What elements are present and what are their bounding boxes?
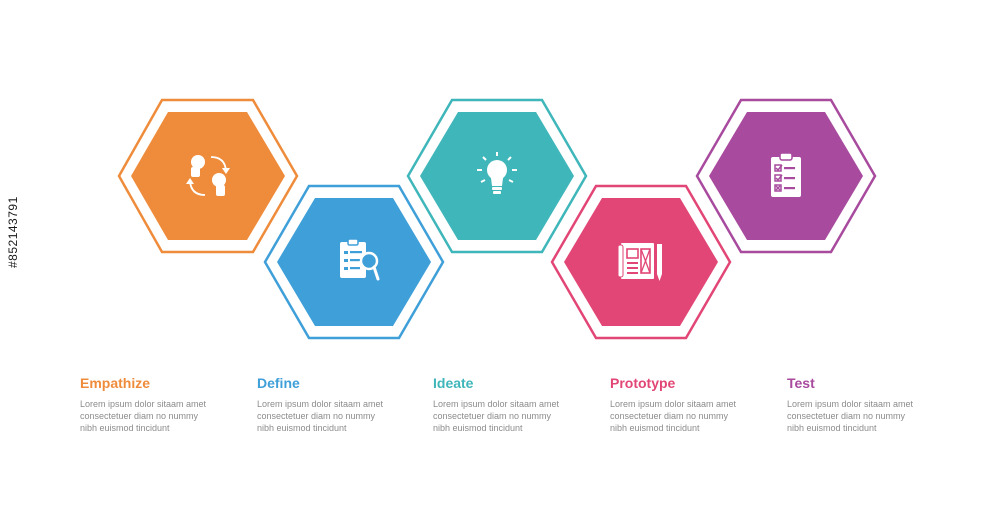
desc-line: Lorem ipsum dolor sitaam amet bbox=[610, 399, 737, 409]
desc-line: nibh euismod tincidunt bbox=[610, 423, 700, 433]
desc-line: Lorem ipsum dolor sitaam amet bbox=[433, 399, 560, 409]
desc-line: nibh euismod tincidunt bbox=[433, 423, 523, 433]
desc-line: nibh euismod tincidunt bbox=[257, 423, 347, 433]
two-heads-exchange-icon bbox=[186, 155, 230, 196]
lightbulb-icon bbox=[477, 152, 517, 194]
step-title: Define bbox=[257, 375, 300, 391]
step-description: Lorem ipsum dolor sitaam amet consectetu… bbox=[80, 398, 250, 434]
hexagon-define bbox=[263, 184, 445, 340]
desc-line: consectetuer diam no nummy bbox=[787, 411, 906, 421]
step-prototype: Prototype Lorem ipsum dolor sitaam amet … bbox=[610, 374, 780, 434]
desc-line: Lorem ipsum dolor sitaam amet bbox=[787, 399, 914, 409]
blueprint-pencil-icon bbox=[617, 243, 662, 281]
desc-line: Lorem ipsum dolor sitaam amet bbox=[80, 399, 207, 409]
desc-line: consectetuer diam no nummy bbox=[610, 411, 729, 421]
desc-line: nibh euismod tincidunt bbox=[787, 423, 877, 433]
clipboard-magnifier-icon bbox=[340, 238, 380, 281]
hexagon-test bbox=[695, 98, 877, 254]
stock-id-watermark: #852143791 bbox=[6, 196, 20, 268]
hexagon-ideate bbox=[406, 98, 588, 254]
step-description: Lorem ipsum dolor sitaam amet consectetu… bbox=[787, 398, 957, 434]
hexagon-empathize bbox=[117, 98, 299, 254]
step-title: Test bbox=[787, 375, 815, 391]
desc-line: consectetuer diam no nummy bbox=[80, 411, 199, 421]
step-test: Test Lorem ipsum dolor sitaam amet conse… bbox=[787, 374, 957, 434]
step-description: Lorem ipsum dolor sitaam amet consectetu… bbox=[610, 398, 780, 434]
step-description: Lorem ipsum dolor sitaam amet consectetu… bbox=[433, 398, 603, 434]
step-title: Empathize bbox=[80, 375, 151, 391]
step-empathize: Empathize Lorem ipsum dolor sitaam amet … bbox=[80, 374, 250, 434]
step-ideate: Ideate Lorem ipsum dolor sitaam amet con… bbox=[433, 374, 603, 434]
step-title: Ideate bbox=[433, 375, 474, 391]
desc-line: nibh euismod tincidunt bbox=[80, 423, 170, 433]
desc-line: consectetuer diam no nummy bbox=[433, 411, 552, 421]
desc-line: Lorem ipsum dolor sitaam amet bbox=[257, 399, 384, 409]
step-define: Define Lorem ipsum dolor sitaam amet con… bbox=[257, 374, 427, 434]
step-description: Lorem ipsum dolor sitaam amet consectetu… bbox=[257, 398, 427, 434]
step-title: Prototype bbox=[610, 375, 676, 391]
hexagon-prototype bbox=[550, 184, 732, 340]
desc-line: consectetuer diam no nummy bbox=[257, 411, 376, 421]
checklist-clipboard-icon bbox=[771, 152, 801, 197]
